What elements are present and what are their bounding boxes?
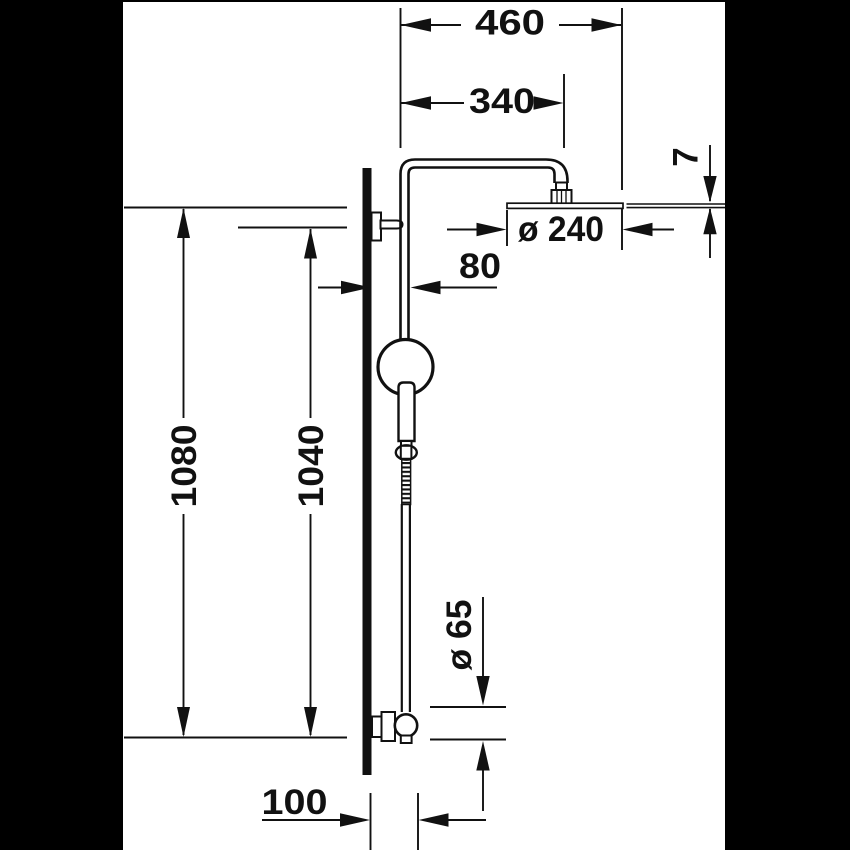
valve-body bbox=[380, 711, 396, 742]
dimension-d65: ø 65 bbox=[430, 597, 506, 811]
ribbed-hose-section bbox=[401, 457, 412, 506]
supply-elbow bbox=[379, 219, 404, 230]
shower-arm-outer bbox=[399, 158, 569, 350]
riser-pipe-and-arm bbox=[399, 158, 569, 350]
overhead-shower bbox=[506, 181, 725, 210]
dim-label-1040: 1040 bbox=[292, 425, 331, 508]
hand-shower-handle bbox=[397, 381, 416, 443]
arrowhead-down bbox=[703, 176, 717, 203]
arrowhead-right bbox=[341, 280, 371, 295]
arrowhead-up bbox=[476, 741, 490, 771]
arrowhead-left bbox=[418, 813, 449, 827]
overhead-shower-plate bbox=[506, 202, 624, 210]
dim-label-1080: 1080 bbox=[165, 425, 204, 508]
dimension-1080: 1080 bbox=[124, 206, 347, 739]
head-connector bbox=[555, 181, 568, 191]
dim-label-460: 460 bbox=[475, 4, 545, 43]
arrowhead-right bbox=[476, 222, 507, 237]
arrowhead-down bbox=[177, 707, 190, 737]
dim-label-7: 7 bbox=[667, 147, 706, 166]
valve-knob bbox=[393, 712, 419, 738]
dim-label-340: 340 bbox=[469, 82, 535, 121]
arrowhead-left bbox=[401, 96, 431, 110]
valve-outlet bbox=[399, 734, 413, 744]
arrowhead-right bbox=[340, 813, 370, 827]
shower-arm-inner bbox=[407, 166, 556, 350]
arrowhead-down bbox=[304, 707, 317, 737]
dimension-d240: ø 240 bbox=[447, 210, 674, 249]
dimension-7: 7 bbox=[667, 145, 717, 258]
arrowhead-left bbox=[622, 222, 653, 237]
dimension-340: 340 bbox=[401, 74, 565, 148]
arrowhead-up bbox=[177, 208, 190, 238]
wall-bracket bbox=[370, 211, 404, 242]
hand-shower bbox=[376, 337, 435, 712]
arrowhead-down bbox=[476, 676, 490, 706]
hose-coupling-nut bbox=[399, 444, 413, 460]
dim-label-80: 80 bbox=[459, 247, 501, 286]
arrowhead-up bbox=[304, 228, 317, 259]
dimension-1040: 1040 bbox=[238, 226, 347, 737]
shut-off-valve bbox=[371, 711, 419, 744]
arrowhead-left bbox=[401, 18, 431, 32]
dim-label-d65: ø 65 bbox=[440, 600, 479, 671]
paper-background bbox=[123, 2, 725, 850]
dimension-460: 460 bbox=[399, 4, 623, 250]
dim-label-100: 100 bbox=[262, 783, 328, 822]
arrowhead-up bbox=[703, 207, 717, 235]
dim-label-d240: ø 240 bbox=[518, 210, 604, 249]
wall-bar bbox=[362, 168, 372, 775]
arrowhead-right bbox=[591, 18, 622, 32]
arrowhead-left bbox=[410, 280, 441, 295]
dimension-80: 80 bbox=[318, 247, 501, 295]
arrowhead-right bbox=[533, 96, 564, 110]
dimension-100: 100 bbox=[262, 783, 486, 850]
